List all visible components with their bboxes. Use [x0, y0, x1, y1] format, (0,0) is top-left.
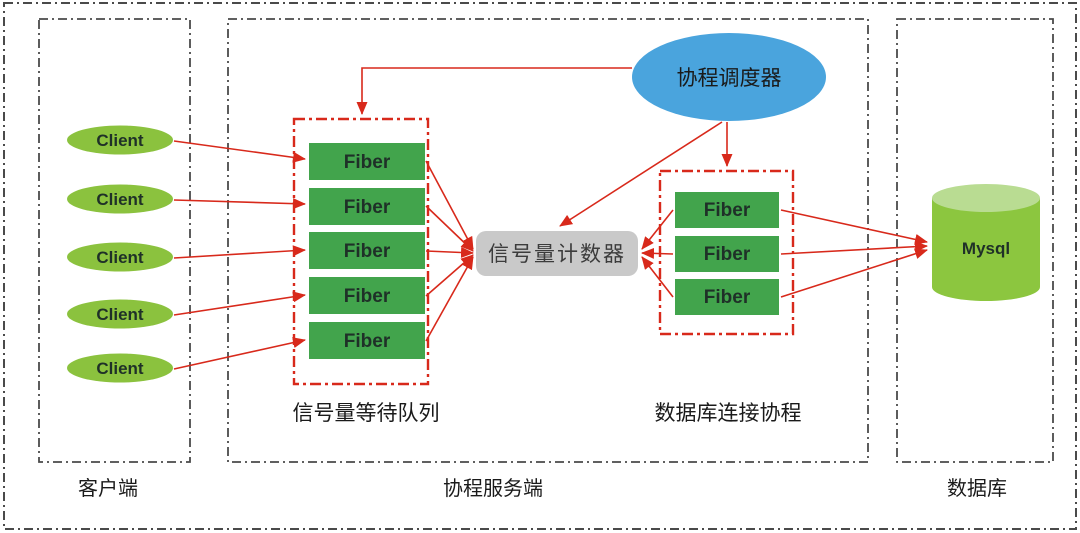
arrow-client3-fiber3 [173, 245, 306, 259]
fiber-box [309, 277, 425, 314]
arrow-dbfiber3-counter [641, 256, 674, 298]
db-fiber-3: Fiber [675, 279, 779, 315]
db-fiber-1: Fiber [675, 192, 779, 228]
wait-queue-fiber-1: Fiber [309, 143, 425, 180]
fiber-label: Fiber [344, 241, 391, 262]
fiber-label: Fiber [344, 286, 391, 307]
outer-border [3, 2, 1077, 530]
fiber-label: Fiber [344, 152, 391, 173]
wait-queue-fiber-4: Fiber [309, 277, 425, 314]
fiber-box [309, 143, 425, 180]
arrow-dbfiber2-counter [641, 247, 674, 259]
fiber-label: Fiber [704, 200, 751, 221]
fiber-box [675, 192, 779, 228]
client-node-4: Client [67, 299, 173, 329]
semaphore-counter-label: 信号量计数器 [488, 242, 626, 266]
fiber-label: Fiber [704, 287, 751, 308]
client-label: Client [96, 131, 144, 150]
fiber-label: Fiber [704, 244, 751, 265]
fiber-box [675, 279, 779, 315]
arrow-fiber4-counter [425, 254, 474, 297]
wait-queue-fiber-5: Fiber [309, 322, 425, 359]
mysql-label: Mysql [962, 239, 1010, 258]
arrow-fiber3-counter [425, 246, 474, 258]
client-panel [38, 18, 191, 463]
arrow-scheduler-waitqueue [356, 67, 632, 115]
db-fiber-group-label: 数据库连接协程 [655, 401, 802, 425]
arrow-client1-fiber1 [173, 140, 306, 163]
semaphore-counter [476, 231, 638, 276]
database-panel-label: 数据库 [947, 477, 1007, 500]
db-fiber-2: Fiber [675, 236, 779, 272]
arrow-fiber2-counter [425, 205, 474, 252]
mysql-cylinder-top [932, 184, 1040, 212]
client-node-3: Client [67, 242, 173, 272]
scheduler-ellipse [632, 33, 826, 121]
arrow-scheduler-counter [559, 121, 723, 227]
arrow-dbfiber2-mysql [780, 241, 928, 255]
arrow-client4-fiber4 [173, 291, 306, 316]
wait-queue-fiber-2: Fiber [309, 188, 425, 225]
arrow-client2-fiber2 [173, 198, 306, 210]
arrow-dbfiber3-mysql [780, 248, 928, 298]
client-panel-label: 客户端 [78, 477, 138, 500]
client-node-2: Client [67, 184, 173, 214]
fiber-box [675, 236, 779, 272]
server-panel-label: 协程服务端 [443, 477, 543, 500]
client-label: Client [96, 305, 144, 324]
wait-queue-fiber-3: Fiber [309, 232, 425, 269]
fiber-box [309, 322, 425, 359]
arrow-fiber5-counter [425, 256, 474, 342]
fiber-label: Fiber [344, 331, 391, 352]
fiber-box [309, 232, 425, 269]
mysql-cylinder: Mysql [932, 184, 1040, 301]
client-label: Client [96, 359, 144, 378]
db-fiber-group-box [658, 169, 795, 336]
arrow-dbfiber1-counter [641, 209, 674, 250]
client-ellipse [67, 299, 173, 329]
client-label: Client [96, 248, 144, 267]
client-node-5: Client [67, 353, 173, 383]
database-panel [896, 18, 1054, 463]
fiber-label: Fiber [344, 197, 391, 218]
arrow-dbfiber1-mysql [780, 209, 928, 245]
wait-queue-label: 信号量等待队列 [293, 401, 440, 425]
arrow-fiber1-counter [425, 160, 474, 250]
client-ellipse [67, 125, 173, 155]
client-ellipse [67, 242, 173, 272]
client-node-1: Client [67, 125, 173, 155]
client-ellipse [67, 184, 173, 214]
arrow-client5-fiber5 [173, 337, 306, 370]
fiber-box [309, 188, 425, 225]
mysql-cylinder-body [932, 198, 1040, 301]
client-ellipse [67, 353, 173, 383]
client-label: Client [96, 190, 144, 209]
scheduler-label: 协程调度器 [677, 66, 782, 90]
server-panel [227, 18, 869, 463]
